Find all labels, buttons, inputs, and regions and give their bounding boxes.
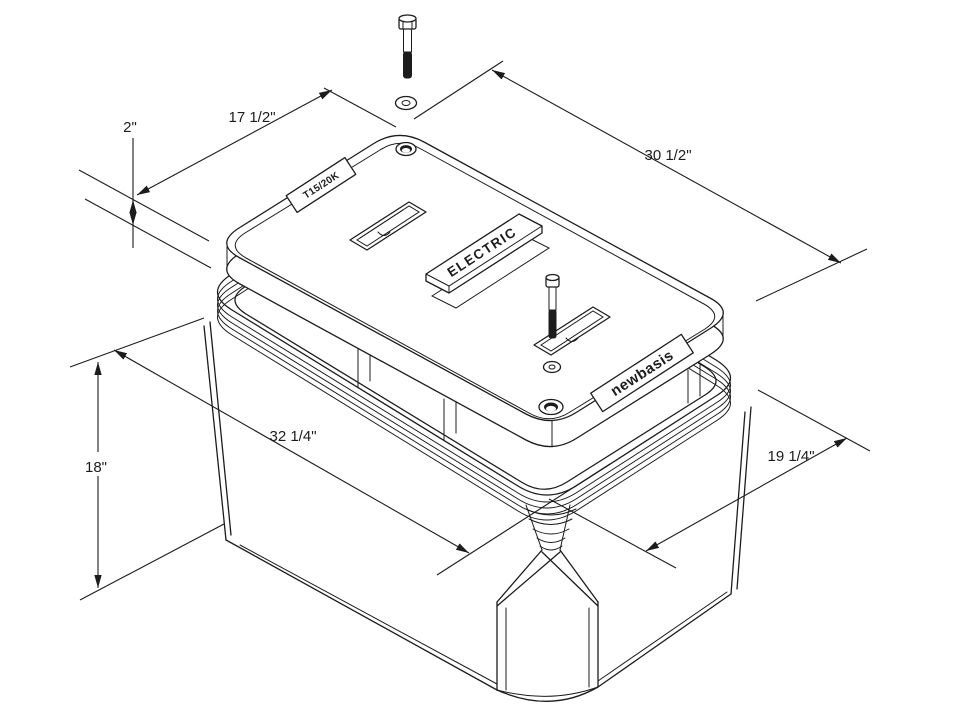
lid-top-face <box>226 134 724 422</box>
washer-floating <box>394 95 418 111</box>
lid-corner-hole-front <box>538 398 564 416</box>
bolt-top <box>398 14 417 79</box>
hand-slot-left <box>349 201 427 251</box>
dim-box-height-text: 18" <box>85 459 107 476</box>
dim-box-height: 18" <box>76 362 116 588</box>
bolt-middle <box>545 273 560 339</box>
dim-lid-thickness: 2" <box>123 119 137 248</box>
dim-lid-width: 17 1/2" <box>136 89 333 196</box>
box-lid: T15/20K ELECTRIC <box>226 134 724 448</box>
dimensions: 2" 17 1/2" 30 1/2" 18" 32 1/4" 19 1/4" <box>69 60 871 601</box>
dim-box-length-text: 32 1/4" <box>269 428 316 445</box>
lid-washer-front <box>542 360 562 374</box>
corner-column <box>496 549 599 702</box>
dim-lid-length: 30 1/2" <box>491 69 842 264</box>
lid-corner-ticks <box>226 243 724 448</box>
dim-box-length: 32 1/4" <box>113 349 470 554</box>
hand-slot-right <box>533 306 611 356</box>
dim-box-width: 19 1/4" <box>645 437 848 552</box>
box-base-chamfer <box>239 544 728 685</box>
dim-lid-thickness-text: 2" <box>123 119 137 136</box>
dim-box-width-text: 19 1/4" <box>767 448 814 465</box>
extension-lines <box>69 60 871 601</box>
box-body <box>203 174 752 702</box>
dim-lid-length-text: 30 1/2" <box>644 147 691 164</box>
corner-funnel-detail <box>525 504 577 551</box>
lid-corner-hole-top <box>395 141 417 157</box>
dim-lid-width-text: 17 1/2" <box>228 109 275 126</box>
